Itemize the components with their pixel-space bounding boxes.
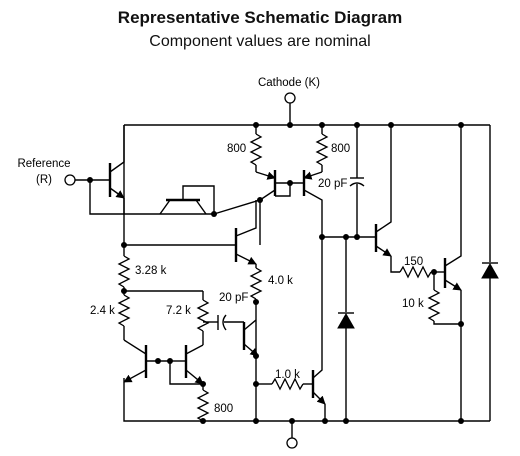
cathode-pin[interactable]: Cathode (K) bbox=[258, 77, 320, 104]
resistor-7-2k-branch: 7.2 k bbox=[166, 291, 210, 345]
top-mirror bbox=[213, 122, 329, 245]
capacitor-20pf-mid-label: 20 pF bbox=[219, 292, 248, 304]
diagram-title: Representative Schematic Diagram bbox=[117, 8, 403, 27]
lateral-transistor bbox=[159, 185, 217, 217]
cathode-terminal[interactable] bbox=[284, 92, 296, 104]
resistor-800-right-label: 800 bbox=[331, 143, 350, 155]
resistor-1-0k-label: 1.0 k bbox=[275, 369, 300, 381]
resistor-7-2k-label: 7.2 k bbox=[166, 305, 191, 317]
center-transistor bbox=[242, 319, 259, 359]
resistor-4-0k-label: 4.0 k bbox=[268, 275, 293, 287]
reference-label-r: (R) bbox=[36, 174, 52, 186]
middle-transistor: 4.0 k bbox=[121, 200, 293, 421]
capacitor-20pf-mid: 20 pF bbox=[203, 292, 248, 331]
reference-terminal[interactable] bbox=[64, 174, 76, 186]
resistor-2-4k-label: 2.4 k bbox=[90, 305, 115, 317]
output-stage: 150 10 k bbox=[322, 122, 499, 424]
capacitor-20pf-top-label: 20 pF bbox=[318, 178, 347, 190]
resistor-800-left-label: 800 bbox=[227, 143, 246, 155]
bottom-rail bbox=[123, 378, 490, 438]
top-rail bbox=[123, 98, 490, 245]
input-transistor bbox=[87, 125, 214, 215]
resistor-150-label: 150 bbox=[404, 256, 423, 268]
bottom-junctions bbox=[200, 418, 328, 424]
output-driver-transistor bbox=[311, 234, 326, 421]
cathode-label: Cathode (K) bbox=[258, 77, 320, 89]
anode-pin[interactable] bbox=[286, 437, 298, 449]
resistor-1-0k-branch: 1.0 k bbox=[253, 369, 313, 391]
reference-label: Reference bbox=[17, 158, 70, 170]
left-divider: 3.28 k 2.4 k bbox=[90, 245, 203, 340]
resistor-3-28k-label: 3.28 k bbox=[135, 265, 167, 277]
reference-pin[interactable]: Reference (R) bbox=[17, 158, 110, 186]
resistor-800-bottom-label: 800 bbox=[214, 403, 233, 415]
capacitor-20pf-top: 20 pF bbox=[318, 122, 365, 237]
bottom-left-mirror: 800 bbox=[123, 339, 233, 422]
resistor-10k-label: 10 k bbox=[402, 298, 424, 310]
anode-terminal[interactable] bbox=[286, 437, 298, 449]
diagram-subtitle: Component values are nominal bbox=[149, 33, 371, 50]
